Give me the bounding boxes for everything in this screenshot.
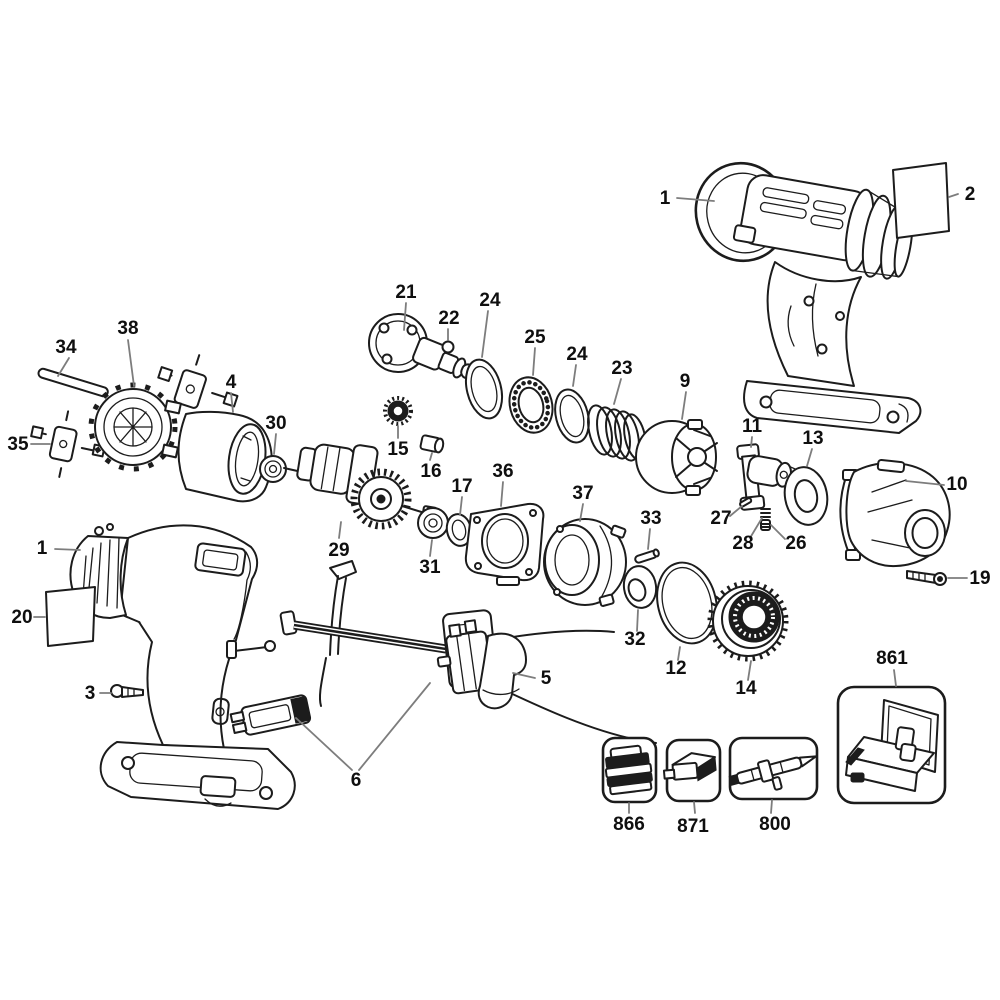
part-oring-12 [656, 561, 718, 645]
callout-866: 866 [613, 814, 645, 835]
callout-1-bottom: 1 [37, 538, 48, 559]
callout-17: 17 [451, 476, 472, 497]
part-label-sticker-right [892, 162, 950, 239]
callout-5: 5 [541, 668, 552, 689]
part-switch-5 [436, 619, 527, 710]
part-thrust-bearing-25 [508, 376, 554, 434]
callout-16: 16 [420, 461, 441, 482]
part-spindle-21 [368, 313, 486, 383]
part-washer-17 [445, 513, 473, 547]
callout-23: 23 [611, 358, 632, 379]
part-washer-24-right [554, 388, 590, 444]
part-motor-can-4 [177, 410, 273, 503]
callout-19: 19 [969, 568, 990, 589]
callout-29: 29 [328, 540, 349, 561]
callout-1-top: 1 [660, 188, 671, 209]
callout-22: 22 [438, 308, 459, 329]
part-pin-34 [37, 367, 109, 398]
callout-14: 14 [735, 678, 757, 699]
part-housing-left-half [69, 523, 296, 810]
callout-36: 36 [492, 461, 513, 482]
part-bearing-31 [417, 507, 449, 539]
callout-3: 3 [85, 683, 96, 704]
part-screw-19 [906, 570, 947, 586]
callout-4: 4 [226, 372, 237, 393]
part-clutch-housing-10 [839, 458, 951, 568]
part-torque-collar-14 [707, 580, 789, 662]
part-ball-22 [441, 340, 455, 354]
part-brush-assembly-35 [30, 410, 106, 478]
callout-2: 2 [965, 184, 976, 205]
part-spring-28 [760, 508, 771, 518]
part-bearing-30 [259, 455, 287, 483]
part-gear-15 [383, 396, 413, 426]
callout-28: 28 [732, 533, 753, 554]
callout-861: 861 [876, 648, 908, 669]
part-end-cap-38 [88, 382, 182, 472]
callout-35: 35 [7, 434, 29, 455]
leader-lines [30, 193, 968, 814]
part-pin-27 [739, 497, 753, 508]
part-screw-26 [760, 519, 771, 531]
callout-24-left: 24 [479, 290, 501, 311]
callout-20: 20 [11, 607, 32, 628]
part-label-sticker-left [45, 586, 96, 647]
callout-26: 26 [785, 533, 806, 554]
part-screw-3 [110, 684, 144, 698]
callout-800: 800 [759, 814, 791, 835]
callout-labels: 1 2 34 38 35 4 30 21 22 24 25 24 23 9 15… [7, 184, 990, 837]
callout-34: 34 [55, 337, 77, 358]
callout-15: 15 [387, 439, 409, 460]
callout-10: 10 [946, 474, 967, 495]
callout-6: 6 [351, 770, 362, 791]
part-brush-assembly-upper [157, 354, 239, 425]
callout-12: 12 [665, 658, 686, 679]
part-pin-16 [419, 434, 445, 454]
part-shaft-11 [736, 443, 799, 511]
part-brush-holder-36 [464, 502, 545, 586]
part-gear-case-37 [543, 518, 627, 607]
callout-27: 27 [710, 508, 731, 529]
callout-33: 33 [640, 508, 661, 529]
callout-25: 25 [524, 327, 546, 348]
callout-37: 37 [572, 483, 593, 504]
callout-24-right: 24 [566, 344, 588, 365]
part-washer-32 [622, 565, 658, 609]
box-battery-866 [601, 736, 658, 804]
callout-21: 21 [395, 282, 417, 303]
callout-31: 31 [419, 557, 441, 578]
box-bit-800 [728, 736, 819, 801]
part-pin-33 [634, 548, 660, 564]
part-ring-13 [783, 466, 829, 526]
part-clutch-hub-9 [635, 419, 718, 496]
part-housing-right-half [694, 161, 922, 434]
callout-13: 13 [802, 428, 823, 449]
callout-9: 9 [680, 371, 691, 392]
callout-11: 11 [742, 416, 763, 437]
part-washer-24-left [464, 358, 504, 420]
callout-32: 32 [624, 629, 645, 650]
callout-871: 871 [677, 816, 709, 837]
callout-38: 38 [117, 318, 138, 339]
box-kit-case-861 [836, 685, 947, 805]
box-charger-871 [662, 738, 722, 803]
callout-30: 30 [265, 413, 286, 434]
